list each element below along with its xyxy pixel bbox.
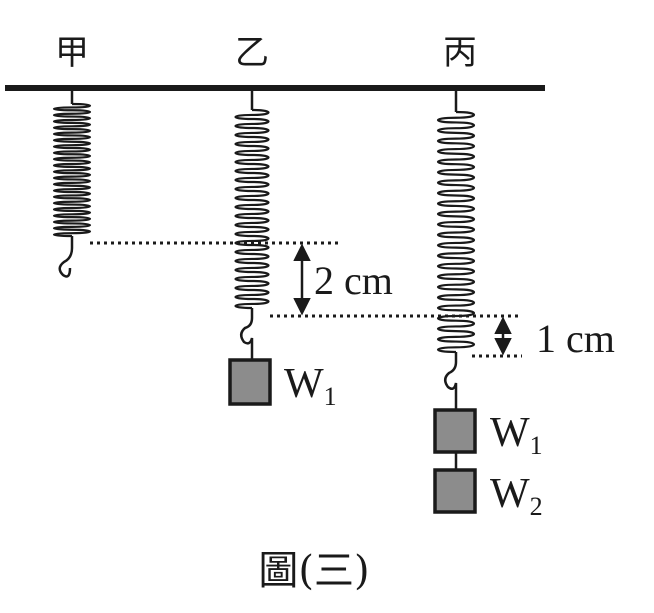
weight-label-w1-yi: W1 (284, 361, 337, 411)
weight-w2-bing (433, 468, 477, 514)
spring-label-jia: 甲 (55, 33, 89, 73)
spring-yi: W1 (228, 90, 337, 411)
weight-w1-yi (228, 358, 272, 406)
spring-bing: W1 W2 (433, 90, 543, 521)
spring-coil-yi (234, 108, 270, 310)
weight-label-w2-bing: W2 (490, 471, 543, 521)
spring-label-bing: 丙 (443, 33, 477, 73)
figure-caption: 圖(三) (258, 548, 369, 594)
spring-label-yi: 乙 (235, 33, 269, 73)
spring-jia (52, 90, 92, 278)
spring-coil-bing (436, 110, 476, 354)
measure-label-2cm: 2 cm (314, 258, 393, 303)
spring-coil-jia (52, 102, 92, 238)
weight-label-w1-bing: W1 (490, 410, 543, 460)
measure-label-1cm: 1 cm (536, 316, 615, 361)
weight-w1-bing (433, 408, 477, 454)
